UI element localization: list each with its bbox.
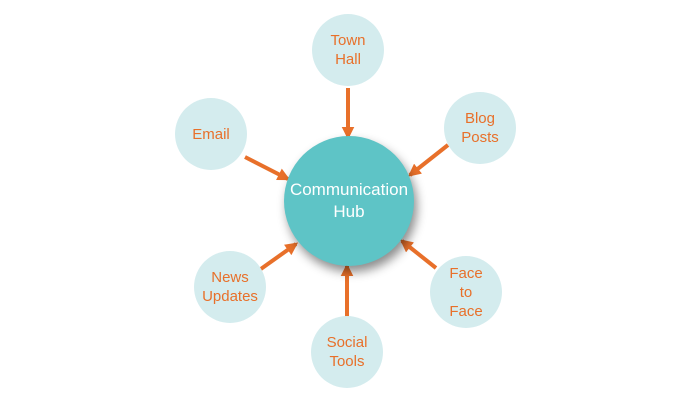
- node-social-tools: Social Tools: [311, 316, 383, 388]
- arrow-email: [244, 155, 291, 181]
- arrow-face-to-face: [399, 239, 438, 270]
- node-social-tools-label: Social Tools: [326, 334, 368, 370]
- node-email: Email: [175, 98, 247, 170]
- node-face-to-face-label: Face to Face: [449, 264, 483, 320]
- node-blog-posts-label: Blog Posts: [461, 110, 499, 146]
- node-email-label: Email: [192, 125, 230, 143]
- node-town-hall: Town Hall: [312, 14, 384, 86]
- hub-node: Communication Hub: [284, 136, 414, 266]
- node-town-hall-label: Town Hall: [330, 32, 366, 68]
- arrow-news-updates: [256, 242, 299, 273]
- node-news-updates: News Updates: [194, 251, 266, 323]
- node-news-updates-label: News Updates: [202, 269, 258, 305]
- hub-label: Communication Hub: [289, 180, 409, 221]
- arrow-blog-posts: [407, 143, 450, 177]
- node-face-to-face: Face to Face: [430, 256, 502, 328]
- node-blog-posts: Blog Posts: [444, 92, 516, 164]
